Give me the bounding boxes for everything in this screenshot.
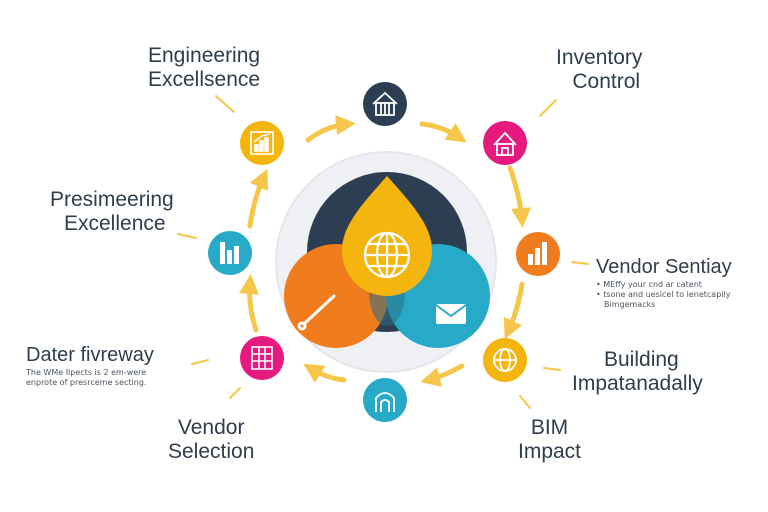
arrow-bottomright-to-bottom — [420, 363, 465, 387]
calendar-grid-icon — [251, 346, 273, 370]
label-building-line2: Impatanadally — [572, 372, 703, 396]
label-inventory: Inventory Control — [556, 46, 642, 94]
node-bottom-left — [240, 336, 284, 380]
label-vendor-sentiay: Vendor Sentiay — [596, 256, 732, 279]
label-vendor-sentiay-line1: Vendor Sentiay — [596, 256, 732, 278]
label-presimeering-line2: Excellence — [64, 212, 166, 236]
vendor-sentiay-note: • MEffy your cnd ar catent • tsone and u… — [596, 280, 730, 310]
vendor-sentiay-note-line3: Bimgemacks — [604, 300, 656, 309]
label-vendor-selection-line1: Vendor — [177, 416, 245, 439]
label-dater: Dater fivreway — [26, 344, 154, 367]
label-vendor-selection: Vendor Selection — [168, 416, 254, 464]
label-presimeering-line1: Presimeering — [50, 188, 174, 211]
label-dater-line1: Dater fivreway — [26, 344, 154, 366]
label-vendor-selection-line2: Selection — [168, 440, 255, 464]
dater-note-line1: The WMe Ilpects is 2 em-were — [26, 368, 147, 377]
node-top-left — [240, 121, 284, 165]
globe-icon — [363, 231, 411, 279]
barn-icon — [493, 131, 517, 156]
node-top-right — [483, 121, 527, 165]
label-bim-line1: BIM — [530, 416, 569, 439]
label-building: Building Impatanadally — [572, 348, 703, 396]
vendor-sentiay-note-line2: • tsone and uesicel to lenetcapily — [596, 290, 731, 299]
cycle-arrows — [239, 115, 531, 387]
label-engineering: Engineering Excellsence — [148, 44, 260, 92]
label-presimeering: Presimeering Excellence — [50, 188, 174, 236]
growth-chart-icon — [250, 131, 274, 155]
node-left — [208, 231, 252, 275]
label-inventory-line2: Control — [572, 70, 641, 94]
node-right — [516, 232, 560, 276]
vendor-sentiay-note-line1: • MEffy your cnd ar catent — [596, 280, 702, 289]
globe-icon — [493, 348, 517, 372]
label-leaders — [177, 95, 589, 409]
arrow-bottom-to-bottomleft — [303, 363, 347, 383]
bar-chart-icon — [528, 242, 547, 265]
arch-door-icon — [375, 392, 395, 412]
node-bottom — [363, 378, 407, 422]
label-inventory-line1: Inventory — [556, 46, 643, 69]
arrow-topright-to-right — [507, 165, 531, 228]
node-bottom-right — [483, 338, 527, 382]
envelope-icon — [435, 304, 467, 324]
label-engineering-line1: Engineering — [148, 44, 261, 67]
dater-note: The WMe Ilpects is 2 em-were enprote of … — [26, 368, 146, 388]
label-engineering-line2: Excellsence — [148, 68, 261, 92]
arrow-bottomleft-to-left — [239, 274, 259, 333]
bar-chart-icon — [220, 242, 239, 264]
arrow-top-to-topright — [419, 121, 467, 143]
central-hub — [275, 151, 497, 373]
pencil-icon — [297, 294, 336, 331]
node-top — [363, 82, 407, 126]
label-bim: BIM Impact — [518, 416, 581, 464]
arrow-topleft-to-top — [305, 115, 356, 143]
house-icon — [372, 91, 398, 116]
label-bim-line2: Impact — [518, 440, 582, 464]
dater-note-line2: enprote of presrceme secting. — [26, 378, 147, 387]
arrow-right-to-bottomright — [503, 281, 525, 340]
arrow-left-to-topleft — [247, 168, 269, 229]
label-building-line1: Building — [604, 348, 679, 371]
